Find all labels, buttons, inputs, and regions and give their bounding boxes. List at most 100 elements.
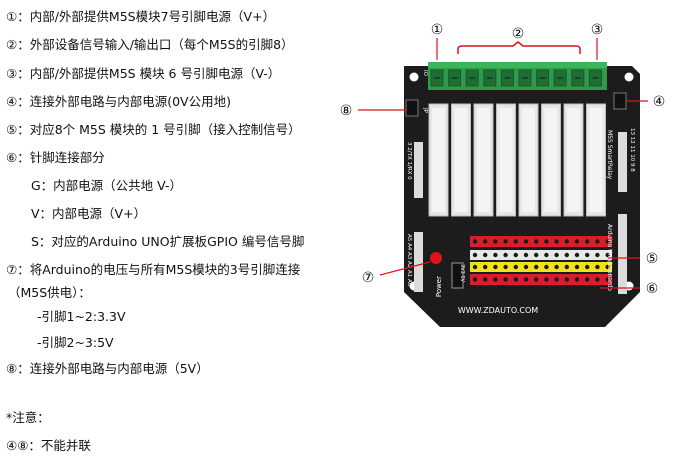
header-pin: [523, 277, 529, 282]
header-pin: [472, 252, 478, 258]
note-8: ⑧：连接外部电路与内部电源（5V）: [6, 361, 209, 376]
header-pin: [513, 277, 518, 282]
note-2: ②：外部设备信号输入/输出口（每个M5S的引脚8）: [6, 37, 294, 52]
header-pin: [472, 277, 478, 282]
left-lower-label: A5 A4 A3 A2 A1 A0: [406, 234, 412, 287]
power-led: [430, 252, 442, 264]
website-label: WWW.ZDAUTO.COM: [458, 306, 538, 315]
header-pin: [503, 264, 508, 270]
header-pin: [574, 252, 580, 258]
note-pin1: -引脚1~2:3.3V: [37, 309, 126, 324]
header-pin: [544, 277, 549, 282]
header-pin: [564, 264, 569, 270]
header-pin: [544, 239, 549, 244]
header-pin: [513, 264, 518, 270]
header-pin: [574, 227, 580, 233]
header-pin: [585, 277, 590, 282]
smartrelay-label: M5S SmartRelay: [606, 130, 613, 180]
note-warning: ④⑧：不能并联: [6, 438, 91, 453]
callouts: ① ② ③ ④ ⑤ ⑥ ⑦ ⑧: [340, 22, 666, 297]
callout-7: ⑦: [362, 270, 375, 286]
header-pin: [483, 264, 488, 270]
header-pin: [483, 277, 488, 282]
note-5: ⑤：对应8个 M5S 模块的 1 号引脚（接入控制信号）: [6, 122, 301, 137]
note-s: S：对应的Arduino UNO扩展板GPIO 编号信号脚: [31, 234, 305, 249]
header-pin: [595, 252, 600, 258]
pin-header-grid: [470, 227, 612, 285]
note-3: ③：内部/外部提供M5S 模块 6 号引脚电源（V-）: [6, 66, 281, 81]
relay-modules: [428, 103, 606, 217]
header-pin: [534, 252, 539, 258]
io-label: IO: [422, 70, 428, 77]
header-pin: [574, 239, 580, 244]
header-pin: [605, 239, 610, 244]
header-pin: [544, 252, 549, 258]
note-4: ④：连接外部电路与内部电源(0V公用地): [6, 94, 231, 109]
note-v: V：内部电源（V+）: [31, 206, 147, 221]
header-pin: [503, 227, 508, 233]
header-pin: [605, 264, 610, 270]
header-pin: [513, 252, 518, 258]
header-pin: [554, 252, 559, 258]
header-pin: [493, 252, 498, 258]
header-pin: [523, 252, 529, 258]
header-pin: [605, 277, 610, 282]
note-g: G：内部电源（公共地 V-）: [31, 178, 182, 193]
header-pin: [595, 264, 600, 270]
header-pin: [574, 264, 580, 270]
right-pin-label: 13 12 11 10 9 8: [629, 128, 635, 172]
header-pin: [523, 239, 529, 244]
callout-2: ②: [512, 26, 525, 42]
callout-5: ⑤: [646, 251, 659, 267]
callout-4: ④: [653, 94, 666, 110]
header-pin: [595, 227, 600, 233]
note-1: ①：内部/外部提供M5S模块7号引脚电源（V+）: [6, 9, 276, 24]
header-pin: [564, 277, 569, 282]
right-header: [618, 132, 627, 192]
header-pin: [493, 264, 498, 270]
header-pin: [483, 252, 488, 258]
header-pin: [585, 227, 590, 233]
header-pin: [503, 277, 508, 282]
header-pin: [523, 227, 529, 233]
header-pin: [585, 252, 590, 258]
header-pin: [605, 227, 610, 233]
jumper-4: [613, 92, 627, 110]
voltage-selector: [451, 262, 464, 289]
note-7-cont: （M5S供电）：: [8, 285, 91, 300]
header-pin: [534, 264, 539, 270]
header-pin: [472, 227, 478, 233]
callout-1: ①: [431, 22, 444, 38]
jp-label: JP: [422, 107, 428, 114]
header-pin: [595, 239, 600, 244]
header-pin: [523, 264, 529, 270]
header-pin: [564, 239, 569, 244]
header-pin: [544, 264, 549, 270]
header-pin: [574, 277, 580, 282]
left-header-lower: [414, 232, 423, 292]
header-pin: [585, 264, 590, 270]
header-pin: [493, 239, 498, 244]
note-pin2: -引脚2~3:5V: [37, 335, 114, 350]
header-pin: [554, 227, 559, 233]
header-pin: [493, 277, 498, 282]
header-pin: [534, 277, 539, 282]
header-pin: [472, 239, 478, 244]
header-pin: [595, 277, 600, 282]
callout-3: ③: [591, 22, 604, 38]
header-pin: [554, 264, 559, 270]
header-pin: [605, 252, 610, 258]
header-pin: [564, 227, 569, 233]
header-pin: [483, 227, 488, 233]
callout-6: ⑥: [646, 281, 659, 297]
callout-8: ⑧: [340, 103, 353, 119]
header-pin: [503, 239, 508, 244]
note-warning-title: *注意：: [6, 410, 50, 425]
left-upper-label: 3 2/TX 1/RX 0: [406, 142, 412, 180]
header-pin: [513, 239, 518, 244]
voltage-label: 3V3 5V: [459, 264, 465, 283]
header-pin: [472, 264, 478, 270]
header-pin: [554, 277, 559, 282]
screw-terminal-block: [428, 62, 607, 90]
